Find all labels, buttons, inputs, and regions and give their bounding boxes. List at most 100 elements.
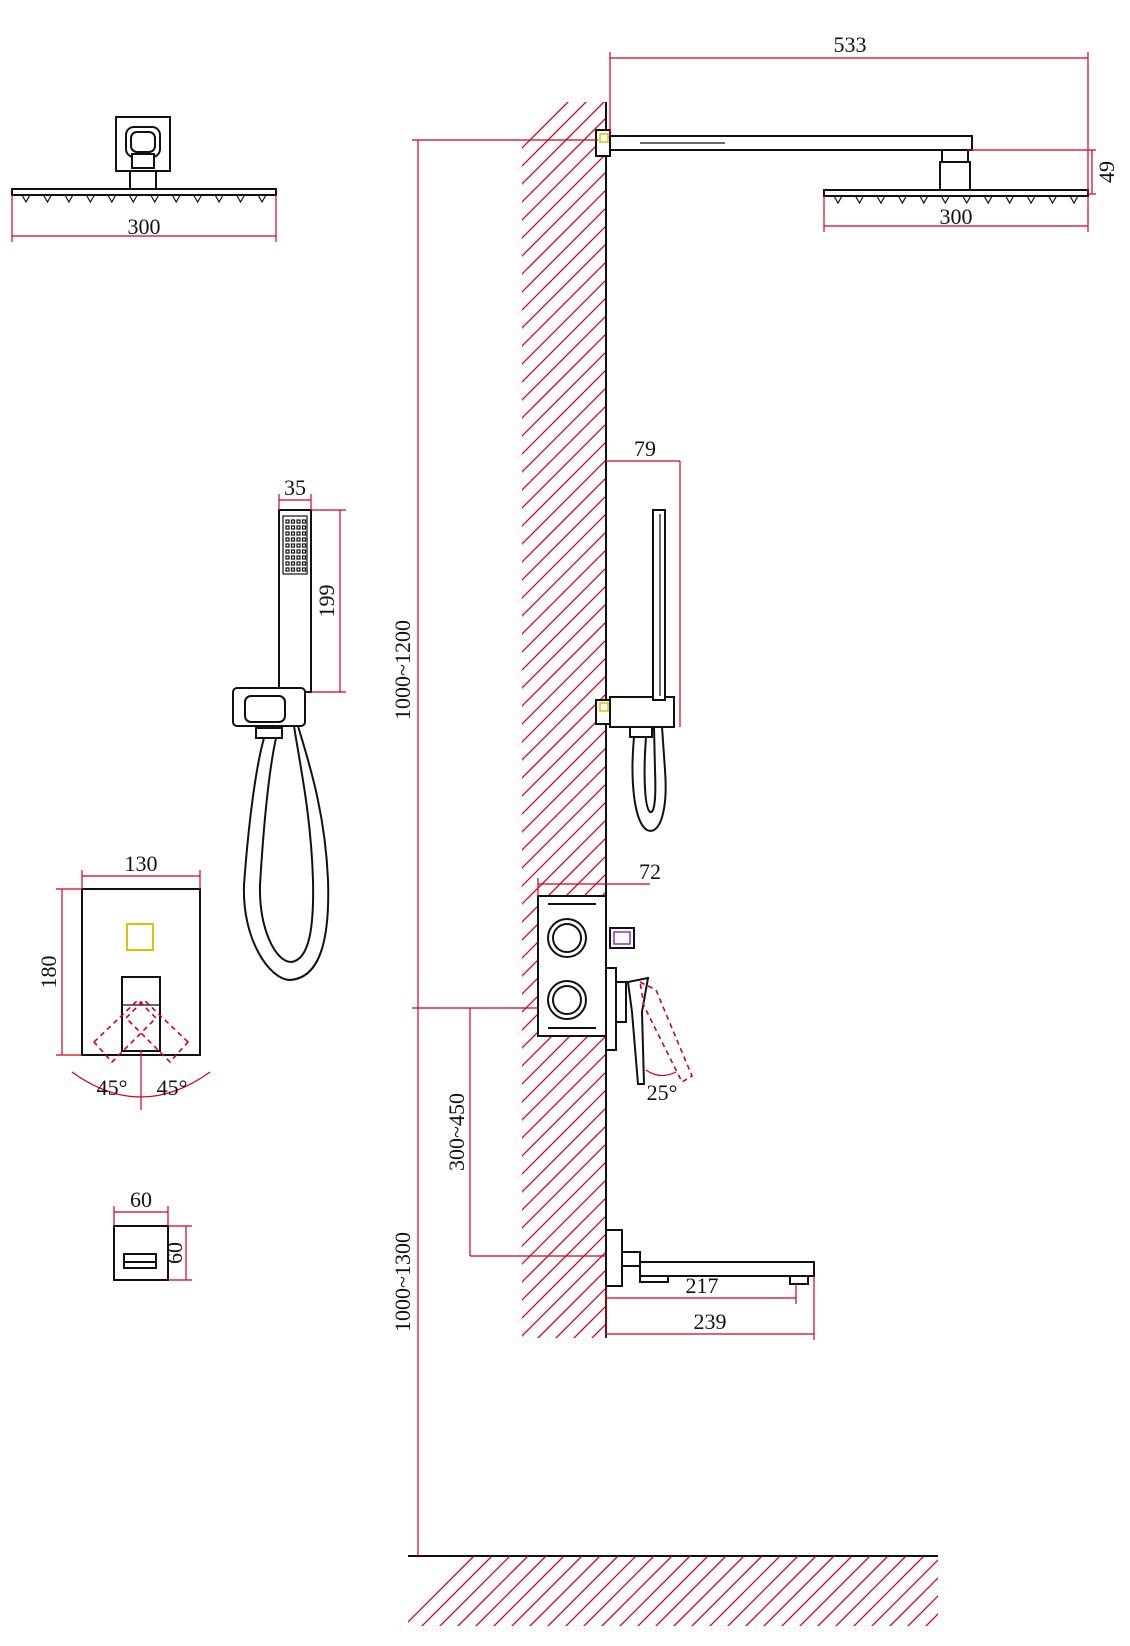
hatch-line: [835, 1556, 907, 1626]
hand-nozzle: [301, 537, 307, 542]
hatch-line: [522, 639, 606, 725]
hand-hose-nut-side: [629, 726, 653, 738]
hand-nozzle: [296, 543, 301, 548]
nozzle: [940, 195, 950, 205]
hatch-line: [522, 387, 606, 473]
hatch-line: [522, 423, 606, 509]
valve-height-dimension: 180: [36, 888, 82, 1056]
top-view-connector-inner: [130, 131, 156, 153]
rain-head-side-nozzles: [833, 195, 1079, 205]
hatch-line: [522, 459, 606, 545]
hatch-line: [601, 1556, 673, 1626]
hose-inner-line: [258, 725, 315, 964]
nozzle: [876, 195, 886, 205]
head-connector-upper: [941, 149, 969, 163]
valve-width-dimension: 130: [81, 851, 201, 889]
hand-nozzle: [301, 519, 307, 524]
hand-nozzle: [296, 549, 301, 554]
hatch-line: [522, 102, 605, 185]
nozzle: [21, 194, 31, 204]
spout-plate-height-label: 60: [162, 1242, 187, 1264]
floor-hatch: [408, 1555, 1068, 1630]
top-view-head-connector: [129, 170, 157, 190]
hatch-line: [522, 1053, 606, 1139]
hatch-line: [457, 1556, 529, 1626]
hatch-line: [421, 1556, 493, 1626]
hand-nozzle: [285, 561, 290, 566]
hatch-line: [522, 405, 606, 491]
hatch-line: [522, 1125, 606, 1211]
nozzle: [919, 195, 929, 205]
hand-nozzle: [296, 537, 301, 542]
hand-nozzle: [296, 531, 301, 536]
hatch-line: [522, 153, 606, 239]
hatch-line: [522, 369, 606, 455]
hatch-line: [522, 1143, 606, 1229]
hatch-line: [583, 1556, 655, 1626]
hatch-line: [511, 1556, 583, 1626]
head-width-side-dimension: 300: [823, 196, 1089, 232]
hatch-line: [522, 585, 606, 671]
hatch-line: [522, 1197, 606, 1283]
hand-nozzle: [296, 561, 301, 566]
nozzle: [107, 194, 117, 204]
rain-head-top: [11, 188, 277, 196]
handle-tilt-angle-label: 25°: [647, 1080, 678, 1105]
hatch-line: [994, 1556, 1068, 1630]
nozzle: [236, 194, 246, 204]
valve-handle-tilted: [638, 980, 694, 1084]
hatch-line: [522, 1233, 606, 1319]
rain-head-top-nozzles: [21, 194, 267, 204]
hatch-line: [522, 351, 606, 437]
hand-shower-spray-face: [282, 515, 308, 575]
hatch-line: [522, 1107, 606, 1193]
spout-side-view: [605, 1229, 815, 1287]
hatch-line: [522, 513, 606, 599]
hatch-line: [522, 621, 606, 707]
hatch-line: [573, 1305, 606, 1338]
hatch-line: [529, 1556, 601, 1626]
hose-outer-line: [242, 725, 330, 982]
spout-height-range-label: 1000~1300: [390, 1232, 415, 1332]
spout-projection-outer-label: 239: [694, 1309, 727, 1334]
nozzle: [983, 195, 993, 205]
hand-nozzle: [290, 555, 296, 560]
hand-nozzle: [301, 543, 307, 548]
hatch-line: [817, 1556, 889, 1626]
hatch-line: [439, 1556, 511, 1626]
valve-to-spout-dimension: 300~450: [444, 1008, 606, 1257]
valve-outlet-fitting: [609, 927, 635, 949]
nozzle: [897, 195, 907, 205]
arm-length-label: 533: [834, 32, 867, 57]
hatch-line: [853, 1556, 925, 1626]
handle-angle-left-label: 45°: [97, 1075, 128, 1100]
hand-nozzle: [301, 555, 307, 560]
hatch-line: [522, 657, 606, 743]
hatch-line: [745, 1556, 817, 1626]
hand-nozzle: [301, 567, 307, 572]
hand-nozzle: [290, 549, 296, 554]
hatch-line: [522, 1071, 606, 1157]
nozzle: [128, 194, 138, 204]
hatch-line: [673, 1556, 745, 1626]
hatch-line: [781, 1556, 853, 1626]
hand-nozzle: [285, 549, 290, 554]
hand-nozzle: [290, 525, 296, 530]
hand-nozzle: [290, 567, 296, 572]
hatch-line: [522, 1251, 606, 1337]
hatch-line: [522, 225, 606, 311]
hatch-line: [475, 1556, 547, 1626]
handle-angle-right-label: 45°: [157, 1075, 188, 1100]
hand-nozzle: [301, 561, 307, 566]
spout-plate-width-label: 60: [130, 1187, 152, 1212]
head-height-dimension: 49: [968, 149, 1119, 195]
hand-shower-length-dimension: 199: [311, 509, 346, 693]
hand-nozzle: [285, 531, 290, 536]
nozzle: [1005, 195, 1015, 205]
hatch-line: [522, 837, 606, 923]
hatch-line: [520, 1392, 610, 1482]
head-width-top-label: 300: [128, 214, 161, 239]
valve-trim-plate-side: [605, 967, 617, 1051]
hatch-line: [522, 747, 606, 833]
hatch-line: [522, 333, 606, 419]
